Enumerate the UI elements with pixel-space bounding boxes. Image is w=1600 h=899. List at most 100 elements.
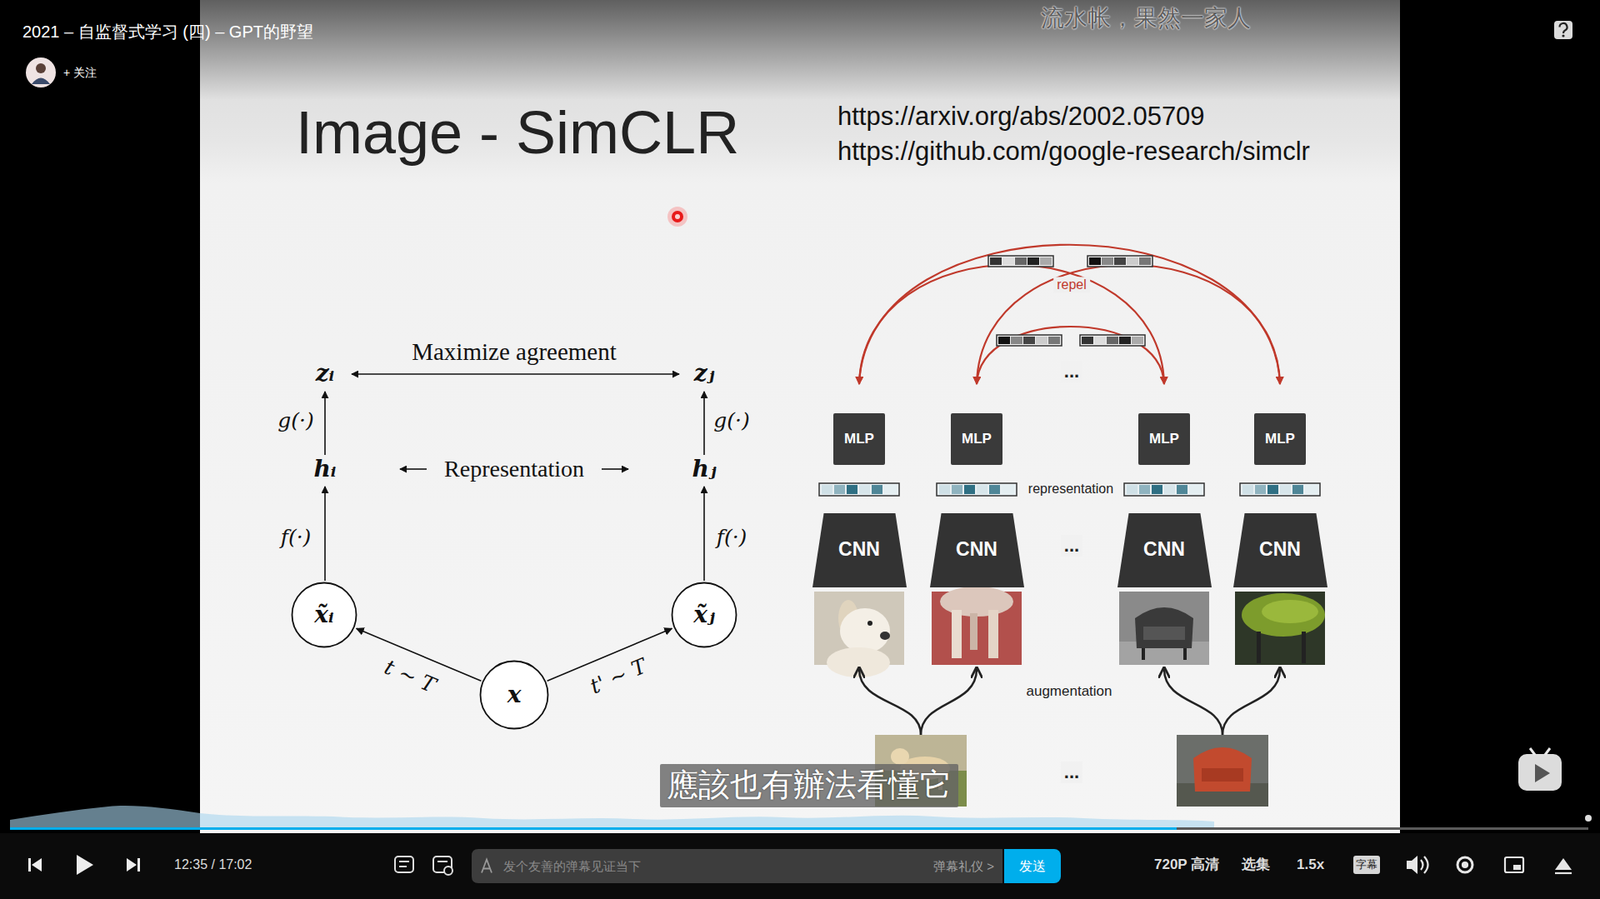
augmentation-arrows xyxy=(859,669,1280,735)
repel-arc xyxy=(859,265,1165,385)
control-bar xyxy=(0,833,1600,899)
cnn-encoder: CNN xyxy=(1117,513,1212,588)
representation-label: Representation xyxy=(444,455,585,484)
augmented-photo xyxy=(814,591,905,678)
repel-label: repel xyxy=(1053,276,1090,293)
danmaku-comment: 流水帐，果然一家人 xyxy=(1040,4,1251,33)
input-image-circle-text: x xyxy=(507,680,522,710)
top-shade xyxy=(0,0,1600,100)
mlp-box: MLP xyxy=(950,413,1003,465)
ellipsis: ... xyxy=(1060,535,1083,557)
slide xyxy=(200,0,1400,834)
laser-pointer xyxy=(667,206,688,227)
progress-played xyxy=(10,827,1177,830)
follow-button: + 关注 xyxy=(63,65,97,80)
augmented-view-circle-text: x̃ⱼ xyxy=(693,600,715,630)
encoder-arrow xyxy=(703,486,705,581)
augmented-view-circle: x̃ᵢ xyxy=(290,581,358,649)
circle-outline xyxy=(480,661,549,730)
avatar xyxy=(25,57,56,88)
send-button: 发送 xyxy=(1004,849,1061,884)
control-icons xyxy=(28,855,140,875)
font-icon xyxy=(481,860,492,874)
field-background xyxy=(471,849,1003,884)
prev-icon xyxy=(28,858,31,872)
circle-outline xyxy=(672,583,737,648)
subtitle-toggle: 字幕 xyxy=(1353,855,1380,875)
circle-outline xyxy=(292,583,357,648)
send-button-text: 发送 xyxy=(1019,858,1046,875)
time-display: 12:35 / 17:02 xyxy=(174,856,252,873)
repel-arc xyxy=(976,326,1165,385)
mlp-box: MLP xyxy=(833,413,885,465)
input-image-circle: x xyxy=(479,660,550,730)
repel-arc xyxy=(859,245,1280,385)
cnn-encoder-text: CNN xyxy=(1143,538,1185,562)
augmented-view-circle: x̃ⱼ xyxy=(670,581,738,649)
trapezoid-outline xyxy=(930,513,1025,588)
projection-arrow xyxy=(324,391,326,455)
function-symbol: f(·) xyxy=(716,525,748,550)
progress-handle xyxy=(1585,815,1592,822)
danmaku-input: 发个友善的弹幕见证当下 弹幕礼仪 > xyxy=(471,849,1003,884)
transform-label: t ~ T xyxy=(380,654,440,698)
representation-label: representation xyxy=(1028,480,1114,497)
mlp-box-text: MLP xyxy=(844,430,875,448)
trapezoid-outline xyxy=(1117,513,1212,588)
code-url: https://github.com/google-research/simcl… xyxy=(837,135,1310,167)
mlp-box-text: MLP xyxy=(1149,430,1180,448)
transform-label: t' ~ T xyxy=(586,653,651,700)
encoder-arrow xyxy=(324,486,326,581)
representation-arrow xyxy=(601,468,629,470)
cnn-encoder: CNN xyxy=(812,513,907,588)
subtitle-box-text: 應該也有辦法看懂它 xyxy=(666,766,952,805)
trapezoid-outline xyxy=(812,513,907,588)
cnn-encoder: CNN xyxy=(1233,513,1328,588)
math-symbol: zⱼ xyxy=(694,359,715,388)
mlp-box-text: MLP xyxy=(961,430,992,448)
math-symbol: zᵢ xyxy=(315,359,335,388)
subtitle-box: 應該也有辦法看懂它 xyxy=(660,764,959,808)
danmaku-input-text: 发个友善的弹幕见证当下 xyxy=(503,859,641,875)
play-icon xyxy=(76,855,94,875)
repel-arc xyxy=(976,265,1280,385)
mlp-box-text: MLP xyxy=(1265,430,1295,448)
heat-waveform xyxy=(10,805,1215,829)
video-title: 2021 – 自监督式学习 (四) – GPT的野望 xyxy=(22,21,314,42)
cnn-encoder-text: CNN xyxy=(1259,538,1301,562)
mlp-box: MLP xyxy=(1254,413,1306,465)
augmented-photo xyxy=(931,586,1022,665)
agreement-arrow xyxy=(351,373,680,375)
repel-arcs xyxy=(859,245,1280,385)
player-icons xyxy=(1406,855,1572,875)
mlp-box: MLP xyxy=(1138,413,1190,465)
episode-button: 选集 xyxy=(1241,856,1270,874)
speed-button: 1.5x xyxy=(1296,856,1325,874)
projection-arrow xyxy=(703,391,705,455)
ellipsis: ... xyxy=(1060,761,1083,784)
math-symbol: hⱼ xyxy=(691,455,716,484)
subtitle-toggle-text: 字幕 xyxy=(1355,858,1378,872)
trapezoid-outline xyxy=(1233,513,1328,588)
paper-url: https://arxiv.org/abs/2002.05709 xyxy=(837,100,1205,132)
objective-label: Maximize agreement xyxy=(411,337,617,367)
quality-button: 720P 高清 xyxy=(1154,856,1220,874)
function-symbol: g(·) xyxy=(713,408,750,434)
progress-track xyxy=(10,827,1589,830)
augmented-view-circle-text: x̃ᵢ xyxy=(314,600,334,630)
augmented-photo xyxy=(1119,591,1210,665)
augmented-photo xyxy=(1235,591,1325,665)
cnn-encoder: CNN xyxy=(930,513,1025,588)
next-icon xyxy=(126,858,137,872)
embedding-vectors xyxy=(988,255,1153,346)
danmaku-input-text: 弹幕礼仪 > xyxy=(933,859,995,875)
danmaku-icons xyxy=(395,856,453,875)
slide-title: Image - SimCLR xyxy=(295,96,740,169)
function-symbol: f(·) xyxy=(280,525,312,550)
help-icon xyxy=(1554,20,1573,40)
ellipsis: ... xyxy=(1060,360,1083,383)
mini-player-icon xyxy=(1518,748,1562,791)
representation-arrow xyxy=(400,468,427,470)
cnn-encoder-text: CNN xyxy=(955,538,998,562)
